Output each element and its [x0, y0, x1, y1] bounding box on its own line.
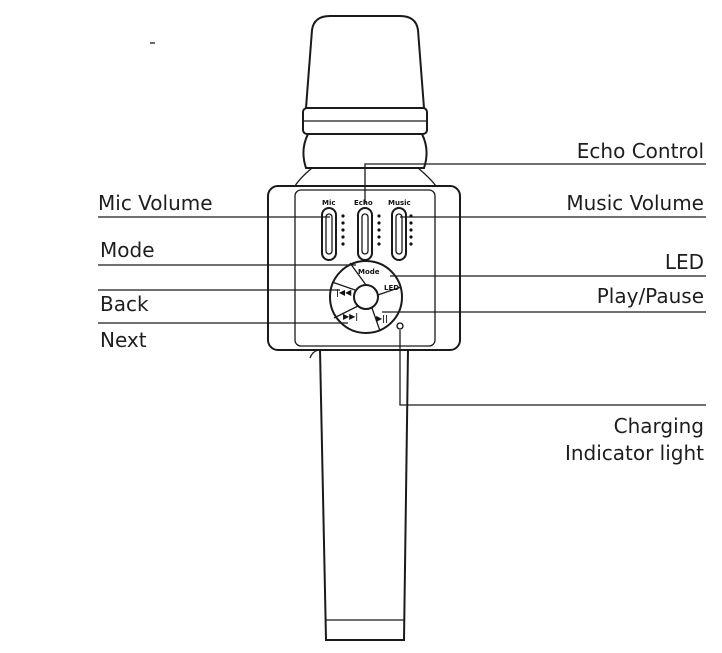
mic-grille: [304, 15, 426, 109]
led-center-button[interactable]: [353, 284, 379, 310]
charging-indicator-light: [396, 322, 404, 330]
music-volume-slider[interactable]: [391, 207, 407, 261]
echo-control-slider[interactable]: [357, 207, 373, 261]
back-button[interactable]: |◀◀: [336, 288, 352, 297]
charging-label-line1: Charging: [614, 414, 704, 438]
next-button[interactable]: ▶▶|: [343, 312, 358, 321]
callout-labels: Echo Control Mic Volume Music Volume Mod…: [98, 139, 704, 465]
echo-control-label: Echo Control: [577, 139, 704, 163]
control-pad: Mode LED |◀◀ ▶▶| ▶||: [329, 260, 404, 334]
mic-neck: [302, 133, 428, 169]
next-label: Next: [100, 328, 147, 352]
echo-slider-label: Echo: [354, 199, 373, 207]
mic-volume-slider[interactable]: [321, 207, 337, 261]
led-button-label: LED: [384, 284, 399, 292]
mode-label: Mode: [100, 238, 155, 262]
play-pause-button[interactable]: ▶||: [376, 314, 388, 323]
charging-label-line2: Indicator light: [565, 441, 704, 465]
music-volume-label: Music Volume: [566, 191, 704, 215]
mic-slider-label: Mic: [322, 199, 336, 207]
back-label: Back: [100, 292, 149, 316]
mic-volume-label: Mic Volume: [98, 191, 213, 215]
mode-button[interactable]: Mode: [358, 268, 380, 276]
led-label: LED: [665, 250, 704, 274]
volume-sliders: Mic Echo Music: [321, 199, 413, 261]
leader-lines: [98, 163, 706, 406]
play-pause-label: Play/Pause: [597, 284, 704, 308]
mic-handle: [318, 349, 410, 641]
music-slider-label: Music: [388, 199, 411, 207]
